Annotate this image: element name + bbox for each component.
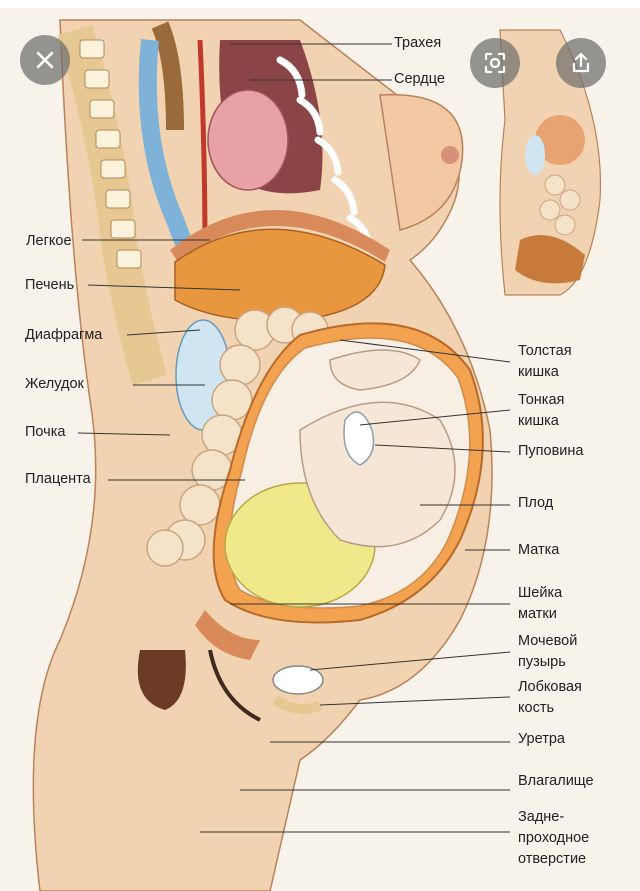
visual-search-icon [484, 52, 506, 74]
fetus-shape [224, 349, 456, 608]
close-button[interactable] [20, 35, 70, 85]
label-kidney: Почка [25, 424, 66, 440]
label-small-intestine-1: Тонкая [518, 392, 565, 408]
label-lung: Легкое [26, 233, 72, 249]
share-icon [572, 52, 590, 73]
label-urethra: Уретра [518, 731, 565, 747]
label-placenta: Плацента [25, 471, 91, 487]
label-large-intestine-2: кишка [518, 364, 559, 380]
vertebrae [79, 39, 142, 269]
label-pubic-bone-2: кость [518, 700, 555, 716]
label-liver: Печень [25, 277, 75, 293]
label-heart: Сердце [394, 71, 445, 87]
label-pubic-bone-1: Лобковая [518, 679, 582, 695]
pubic-bone-shape [272, 695, 323, 714]
share-button[interactable] [556, 38, 606, 88]
close-icon [36, 51, 54, 69]
visual-search-button[interactable] [470, 38, 520, 88]
bladder-shape [272, 665, 324, 695]
label-stomach: Желудок [25, 376, 84, 392]
label-vagina: Влагалище [518, 773, 594, 789]
label-large-intestine-1: Толстая [518, 343, 572, 359]
diaphragm-shape [170, 210, 390, 262]
label-uterus: Матка [518, 542, 560, 558]
cervix-shape [195, 610, 260, 660]
label-bladder-1: Мочевой [518, 633, 578, 649]
label-anus-2: проходное [518, 830, 590, 846]
label-anus-1: Задне- [518, 809, 565, 825]
label-umbilical-cord: Пуповина [518, 443, 584, 459]
liver-shape [174, 228, 386, 322]
artery-shape [197, 39, 208, 251]
label-cervix-1: Шейка [518, 585, 563, 601]
label-cervix-2: матки [518, 606, 557, 622]
label-diaphragm: Диафрагма [25, 327, 103, 343]
leader-lines [77, 43, 511, 833]
breast [379, 93, 464, 231]
vagina-shape [208, 649, 261, 722]
heart-shape [207, 89, 289, 191]
trachea-shape [151, 21, 184, 131]
label-anus-3: отверстие [518, 851, 587, 867]
label-bladder-2: пузырь [518, 654, 566, 670]
label-fetus: Плод [518, 495, 554, 511]
nipple [441, 146, 459, 164]
rectum-shape [137, 650, 186, 710]
label-trachea: Трахея [394, 35, 442, 51]
label-small-intestine-2: кишка [518, 413, 559, 429]
inset-figure [490, 29, 610, 300]
top-bar [0, 0, 640, 8]
